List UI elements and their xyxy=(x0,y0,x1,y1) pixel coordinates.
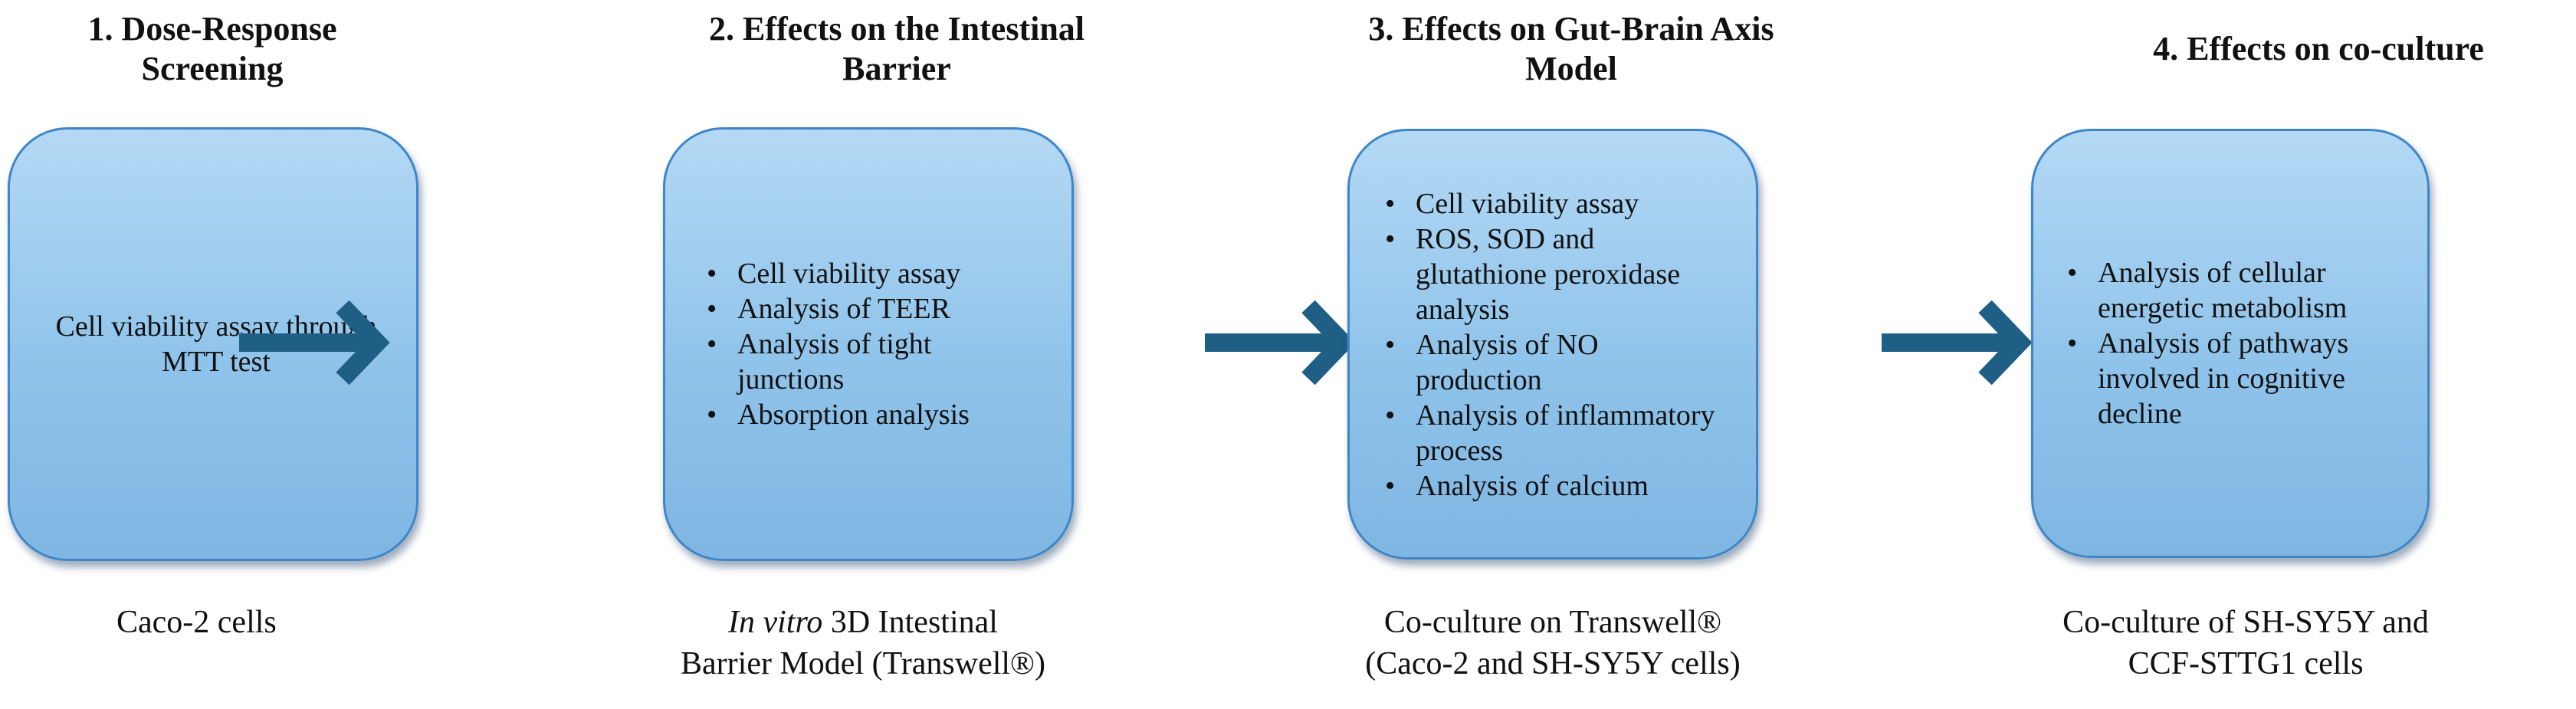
right-arrow-icon xyxy=(1205,300,1356,385)
list-item: Analysis of cellular energetic metabolis… xyxy=(2062,255,2404,326)
step-4-title: 4. Effects on co-culture xyxy=(2153,30,2484,67)
step-1-caption: Caco-2 cells xyxy=(116,602,277,643)
step-1-title: 1. Dose-Response Screening xyxy=(87,10,337,87)
step-4-box: Analysis of cellular energetic metabolis… xyxy=(2031,129,2430,558)
step-3-box: Cell viability assay ROS, SOD and glutat… xyxy=(1347,129,1758,560)
step-2-caption: In vitro 3D Intestinal Barrier Model (Tr… xyxy=(648,602,1078,684)
step-3-bullet-list: Cell viability assay ROS, SOD and glutat… xyxy=(1380,186,1725,504)
step-2-title: 2. Effects on the Intestinal Barrier xyxy=(708,10,1085,87)
list-item: Analysis of NO production xyxy=(1380,327,1725,398)
step-4-caption: Co-culture of SH-SY5Y and CCF-STTG1 cell… xyxy=(2023,602,2468,684)
step-3-title: 3. Effects on Gut-Brain Axis Model xyxy=(1368,10,1774,87)
list-item: Analysis of tight junctions xyxy=(702,327,1041,397)
step-2-bullet-list: Cell viability assay Analysis of TEER An… xyxy=(702,256,1041,432)
step-3-caption-line1: Co-culture on Transwell® xyxy=(1383,605,1722,640)
list-item: Analysis of calcium xyxy=(1380,468,1725,504)
step-2-box: Cell viability assay Analysis of TEER An… xyxy=(663,127,1074,561)
list-item: Analysis of pathways involved in cogniti… xyxy=(2062,326,2404,432)
step-1-box-text: Cell viability assay through MTT test xyxy=(55,310,377,378)
right-arrow-icon xyxy=(1882,300,2033,385)
step-4-caption-line1: Co-culture of SH-SY5Y and xyxy=(2062,605,2429,640)
step-2-caption-line1: 3D Intestinal xyxy=(822,605,998,640)
step-1-caption-line1: Caco-2 cells xyxy=(116,605,277,640)
step-3-caption: Co-culture on Transwell® (Caco-2 and SH-… xyxy=(1338,602,1767,684)
list-item: Analysis of inflammatory process xyxy=(1380,398,1725,468)
list-item: ROS, SOD and glutathione peroxidase anal… xyxy=(1380,222,1725,327)
right-arrow-icon xyxy=(239,300,390,385)
step-4-bullet-list: Analysis of cellular energetic metabolis… xyxy=(2062,255,2404,432)
list-item: Cell viability assay xyxy=(702,256,1041,291)
list-item: Analysis of TEER xyxy=(702,291,1041,327)
step-4-caption-line2: CCF-STTG1 cells xyxy=(2128,646,2364,681)
list-item: Cell viability assay xyxy=(1380,186,1725,222)
step-2-caption-italic: In vitro xyxy=(728,605,823,640)
step-3-caption-line2: (Caco-2 and SH-SY5Y cells) xyxy=(1365,646,1741,681)
step-2-caption-line2: Barrier Model (Transwell®) xyxy=(681,646,1045,681)
list-item: Absorption analysis xyxy=(702,397,1041,432)
